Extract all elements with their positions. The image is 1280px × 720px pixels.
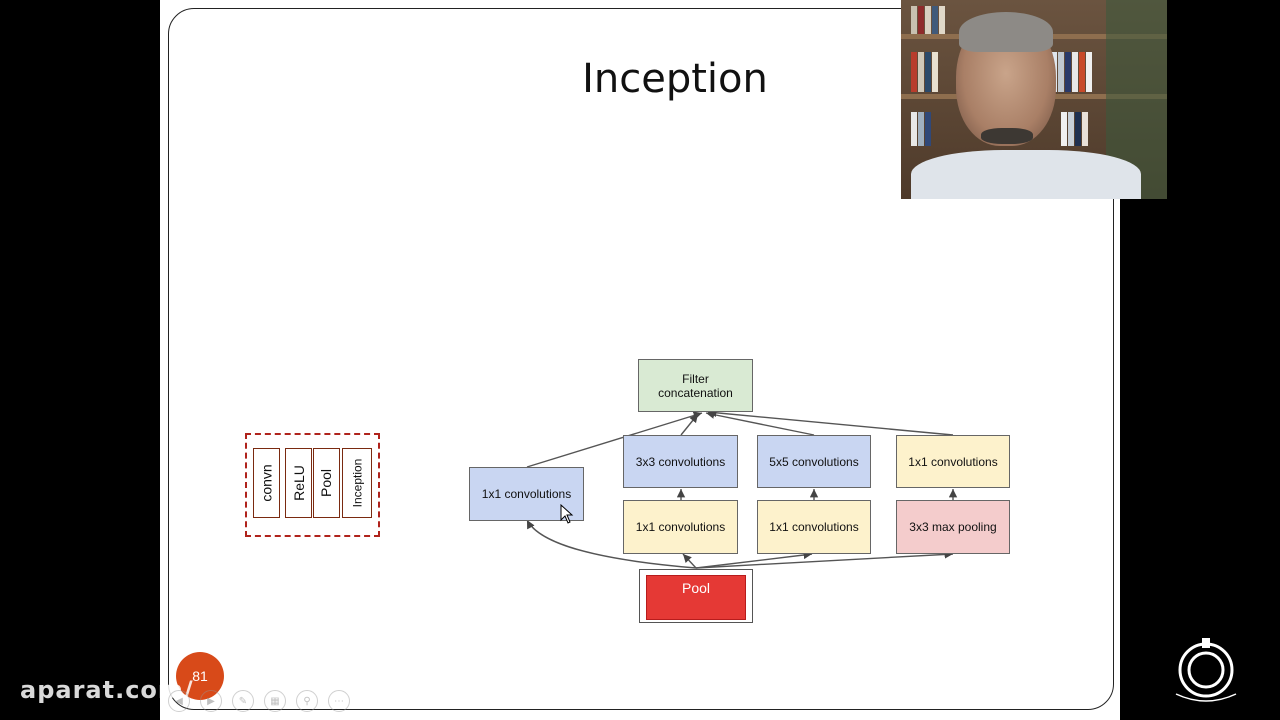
more-icon[interactable]: ⋯	[328, 690, 350, 712]
branch1-1x1-conv-node: 1x1 convolutions	[469, 467, 584, 521]
channel-logo	[1175, 638, 1237, 702]
mini-architecture-box	[245, 433, 380, 537]
back-icon[interactable]: ◀	[168, 690, 190, 712]
mouse-cursor-icon	[560, 504, 574, 524]
slides-icon[interactable]: ▦	[264, 690, 286, 712]
branch4-1x1-conv-node: 1x1 convolutions	[896, 435, 1010, 488]
webcam-video	[901, 0, 1167, 199]
mini-layer-relu: ReLU	[285, 448, 312, 518]
branch2-1x1-conv-node: 1x1 convolutions	[623, 500, 738, 554]
aparat-watermark: aparat.com/	[20, 676, 194, 704]
mini-layer-inception: Inception	[342, 448, 372, 518]
zoom-icon[interactable]: ⚲	[296, 690, 318, 712]
slide-title: Inception	[582, 56, 768, 102]
mini-layer-pool: Pool	[313, 448, 340, 518]
pen-icon[interactable]: ✎	[232, 690, 254, 712]
slideshow-toolbar: ◀ ▶ ✎ ▦ ⚲ ⋯	[168, 690, 350, 712]
branch3-5x5-conv-node: 5x5 convolutions	[757, 435, 871, 488]
input-pool-node: Pool	[646, 575, 746, 620]
mini-layer-convn: convn	[253, 448, 280, 518]
branch3-1x1-conv-node: 1x1 convolutions	[757, 500, 871, 554]
branch2-3x3-conv-node: 3x3 convolutions	[623, 435, 738, 488]
branch4-max-pooling-node: 3x3 max pooling	[896, 500, 1010, 554]
forward-icon[interactable]: ▶	[200, 690, 222, 712]
filter-concatenation-node: Filter concatenation	[638, 359, 753, 412]
